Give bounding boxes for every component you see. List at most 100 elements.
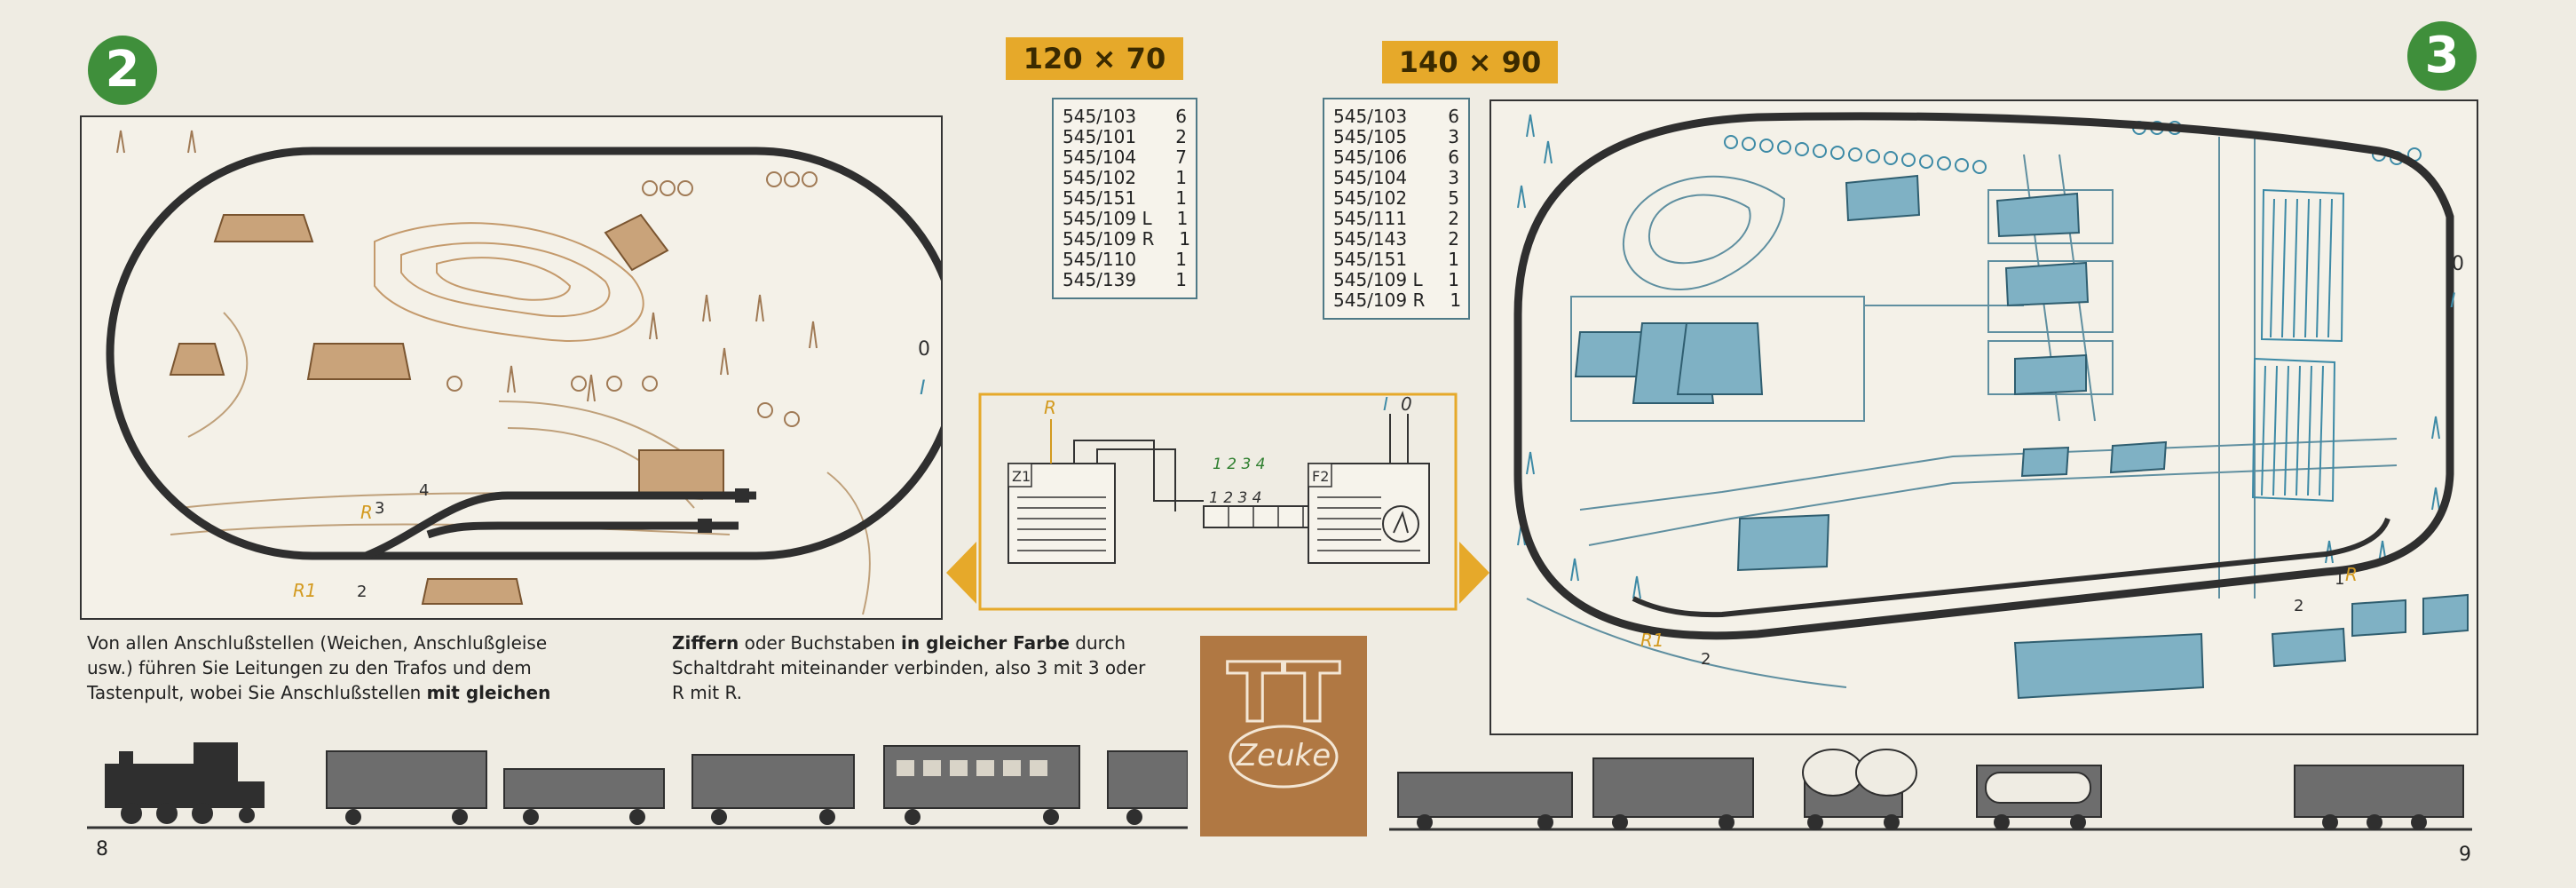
parts-right-code: 545/143 bbox=[1333, 228, 1408, 250]
parts-right-code: 545/105 bbox=[1333, 126, 1408, 147]
parts-right-qty: 6 bbox=[1448, 147, 1459, 168]
layout-drawing-left: 0 I R 3 4 R1 2 bbox=[106, 130, 941, 615]
caption-left-line3-bold: mit gleichen bbox=[426, 682, 551, 703]
track-label-r1: R1 bbox=[293, 580, 317, 601]
parts-left-row: 545/151 1 bbox=[1063, 188, 1187, 209]
parts-left-code: 545/139 bbox=[1063, 269, 1137, 290]
parts-left-qty: 1 bbox=[1176, 208, 1189, 229]
layout-drawing-right: 0 I R 1 2 R1 2 bbox=[1513, 112, 2469, 700]
track-label-r: R bbox=[360, 502, 373, 523]
parts-right-row: 545/143 2 bbox=[1333, 229, 1459, 250]
parts-right-code: 545/151 bbox=[1333, 249, 1408, 270]
caption-left-line1: Von allen Anschlußstellen (Weichen, Ansc… bbox=[87, 632, 548, 654]
parts-right-code: 545/102 bbox=[1333, 187, 1408, 209]
page-number-8: 8 bbox=[96, 838, 108, 860]
parts-list-left: 545/103 6 545/101 2 545/104 7 545/102 1 545/151 1… bbox=[1052, 98, 1197, 299]
parts-right-row: 545/102 5 bbox=[1333, 188, 1459, 209]
caption-center-line2: Schaltdraht miteinander verbinden, also … bbox=[672, 657, 1146, 678]
caption-left-line3: Tastenpult, wobei Sie Anschlußstellen mi… bbox=[87, 680, 620, 705]
parts-left-qty: 1 bbox=[1179, 228, 1191, 250]
train-left bbox=[87, 728, 1189, 835]
parts-right-code: 545/103 bbox=[1333, 106, 1408, 127]
parts-left-qty: 1 bbox=[1175, 249, 1187, 270]
parts-left-qty: 1 bbox=[1175, 167, 1187, 188]
transformer-f2-label: F2 bbox=[1312, 468, 1329, 485]
parts-right-code: 545/109 L bbox=[1333, 269, 1423, 290]
parts-right-qty: 6 bbox=[1448, 106, 1459, 127]
transformer-z1-label: Z1 bbox=[1012, 468, 1031, 485]
parts-right-code: 545/106 bbox=[1333, 147, 1408, 168]
caption-center-t2: durch bbox=[1069, 632, 1126, 654]
parts-right-qty: 5 bbox=[1448, 187, 1459, 209]
size-tag-120x70: 120 × 70 bbox=[1006, 37, 1183, 80]
zeuke-tt-logo: TT Zeuke bbox=[1200, 636, 1367, 836]
parts-right-row: 545/103 6 bbox=[1333, 107, 1459, 127]
key-digits-top: 1 2 3 4 bbox=[1213, 456, 1265, 473]
track-label-2b-right: 2 bbox=[1701, 650, 1711, 669]
wiring-diagram: Z1 1 2 3 4 1 2 3 4 F2 R I 0 bbox=[946, 391, 1489, 613]
page-number-9: 9 bbox=[2459, 844, 2471, 866]
parts-right-qty: 2 bbox=[1448, 208, 1459, 229]
layout-plan-right: 0 I R 1 2 R1 2 bbox=[1489, 99, 2478, 735]
caption-center: Ziffern oder Buchstaben in gleicher Farb… bbox=[672, 630, 1205, 705]
parts-left-qty: 1 bbox=[1175, 187, 1187, 209]
parts-right-row: 545/106 6 bbox=[1333, 147, 1459, 168]
parts-left-code: 545/101 bbox=[1063, 126, 1137, 147]
parts-left-qty: 2 bbox=[1175, 126, 1187, 147]
parts-right-row: 545/111 2 bbox=[1333, 209, 1459, 229]
parts-right-code: 545/109 R bbox=[1333, 289, 1426, 311]
track-label-r-right: R bbox=[2345, 564, 2358, 585]
parts-left-code: 545/109 R bbox=[1063, 228, 1155, 250]
parts-left-row: 545/109 L 1 bbox=[1063, 208, 1189, 229]
track-label-i-right: I bbox=[2450, 290, 2456, 313]
track-label-0-right: 0 bbox=[2452, 253, 2464, 275]
parts-left-qty: 1 bbox=[1175, 269, 1187, 290]
parts-left-row: 545/104 7 bbox=[1063, 147, 1187, 168]
parts-right-row: 545/109 R 1 bbox=[1333, 289, 1462, 311]
parts-right-row: 545/109 L 1 bbox=[1333, 270, 1459, 290]
parts-left-row: 545/139 1 bbox=[1063, 270, 1187, 290]
parts-right-code: 545/104 bbox=[1333, 167, 1408, 188]
parts-left-qty: 6 bbox=[1175, 106, 1187, 127]
caption-left-line3-text: Tastenpult, wobei Sie Anschlußstellen bbox=[87, 682, 427, 703]
train-right bbox=[1389, 746, 2472, 835]
caption-center-bold2: in gleicher Farbe bbox=[901, 632, 1070, 654]
parts-left-code: 545/109 L bbox=[1063, 208, 1152, 229]
parts-right-qty: 1 bbox=[1448, 269, 1459, 290]
parts-left-code: 545/102 bbox=[1063, 167, 1137, 188]
track-label-r1-right: R1 bbox=[1640, 630, 1664, 651]
parts-left-code: 545/104 bbox=[1063, 147, 1137, 168]
parts-right-qty: 1 bbox=[1450, 289, 1462, 311]
logo-brand: Zeuke bbox=[1236, 738, 1331, 773]
caption-left-line2: usw.) führen Sie Leitungen zu den Trafos… bbox=[87, 657, 532, 678]
key-digits-bottom: 1 2 3 4 bbox=[1209, 489, 1261, 507]
parts-left-qty: 7 bbox=[1175, 147, 1187, 168]
parts-left-code: 545/151 bbox=[1063, 187, 1137, 209]
parts-left-row: 545/109 R 1 bbox=[1063, 228, 1191, 250]
parts-left-row: 545/101 2 bbox=[1063, 127, 1187, 147]
track-label-2a-right: 2 bbox=[2294, 597, 2303, 615]
caption-center-line3: R mit R. bbox=[672, 682, 743, 703]
steam-locomotive bbox=[105, 742, 265, 824]
size-tag-140x90: 140 × 90 bbox=[1382, 41, 1558, 83]
caption-center-bold1: Ziffern bbox=[672, 632, 739, 654]
parts-left-code: 545/103 bbox=[1063, 106, 1137, 127]
layout-plan-left: 0 I R 3 4 R1 2 bbox=[80, 115, 943, 620]
track-label-0: 0 bbox=[918, 338, 930, 361]
parts-left-code: 545/110 bbox=[1063, 249, 1137, 270]
track-label-3: 3 bbox=[375, 499, 384, 518]
wire-label-i: I bbox=[1383, 393, 1388, 415]
wire-label-r: R bbox=[1044, 397, 1056, 418]
parts-right-code: 545/111 bbox=[1333, 208, 1408, 229]
parts-right-qty: 3 bbox=[1448, 126, 1459, 147]
page-badge-3: 3 bbox=[2407, 21, 2477, 91]
parts-left-row: 545/103 6 bbox=[1063, 107, 1187, 127]
caption-center-t1: oder Buchstaben bbox=[739, 632, 902, 654]
parts-left-row: 545/110 1 bbox=[1063, 250, 1187, 270]
parts-left-row: 545/102 1 bbox=[1063, 168, 1187, 188]
parts-right-row: 545/105 3 bbox=[1333, 127, 1459, 147]
parts-right-qty: 2 bbox=[1448, 228, 1459, 250]
